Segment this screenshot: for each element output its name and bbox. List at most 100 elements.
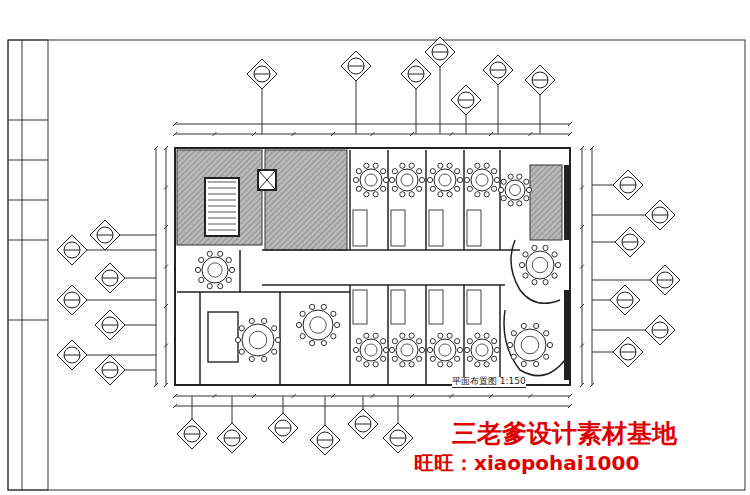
callout-diamond (95, 263, 125, 293)
round-table (389, 333, 424, 367)
hatched-zone (265, 150, 347, 250)
dimension-tick (252, 132, 256, 136)
round-table (464, 163, 499, 197)
stair (205, 178, 239, 236)
dimension-tick (331, 394, 335, 398)
leader-line (592, 300, 610, 301)
hatched-zone (530, 165, 562, 240)
callout-diamond (401, 59, 431, 89)
dimension-tick (164, 225, 168, 229)
dimension-tick (580, 225, 584, 229)
leader-line (325, 396, 326, 425)
washroom (467, 210, 481, 246)
room-wall (463, 150, 465, 250)
leader-line (125, 370, 156, 371)
dimension-tick (568, 132, 572, 136)
room-wall (463, 285, 465, 385)
callout-diamond (95, 310, 125, 340)
washroom (429, 210, 443, 246)
stair-tread (208, 188, 236, 189)
drawing-title: 平面布置图 1:150 (452, 377, 526, 388)
round-table (519, 245, 560, 284)
round-table (235, 318, 280, 361)
washroom (353, 290, 367, 324)
leader-line (592, 280, 650, 281)
curved-wall (511, 240, 560, 303)
column (564, 290, 570, 380)
stair-tread (208, 206, 236, 207)
leader-line (87, 300, 156, 301)
dimension-tick (580, 265, 584, 269)
callout-diamond (645, 200, 675, 230)
dimension-tick (252, 394, 256, 398)
dimension-tick (580, 383, 584, 387)
dimension-tick (529, 132, 533, 136)
leader-line (498, 85, 499, 134)
leader-line (125, 325, 156, 326)
callout-diamond (650, 265, 680, 295)
dimension-tick (580, 186, 584, 190)
dimension-tick (173, 394, 177, 398)
lift (258, 170, 276, 190)
dimension-tick (154, 146, 158, 150)
callout-diamond (341, 51, 371, 81)
room-wall (499, 285, 501, 385)
washroom (391, 290, 405, 324)
dimension-tick (410, 132, 414, 136)
round-table (353, 163, 388, 197)
callout-diamond (57, 285, 87, 315)
room-wall (387, 150, 389, 250)
dimension-tick (292, 394, 296, 398)
stair-tread (208, 194, 236, 195)
callout-diamond (483, 55, 513, 85)
dimension-tick (371, 394, 375, 398)
dimension-tick (164, 265, 168, 269)
stair-tread (208, 200, 236, 201)
dimension-tick (173, 404, 177, 408)
dimension-tick (590, 383, 594, 387)
dimension-tick (568, 404, 572, 408)
dimension-tick (164, 186, 168, 190)
callout-diamond (425, 37, 455, 67)
hatched-zone (177, 150, 262, 245)
round-table (427, 333, 462, 367)
leader-line (87, 250, 156, 251)
washroom (353, 210, 367, 246)
dimension-tick (489, 394, 493, 398)
dimension-line (592, 148, 593, 385)
building-outline (175, 148, 570, 385)
room-wall (349, 150, 351, 250)
round-table (195, 251, 234, 289)
callout-diamond (57, 340, 87, 370)
room-wall (387, 285, 389, 385)
round-table (296, 304, 339, 345)
washroom (467, 290, 481, 324)
washroom (391, 210, 405, 246)
sofa-set (208, 312, 238, 362)
dimension-tick (164, 383, 168, 387)
callout-diamond (90, 220, 120, 250)
round-table (507, 323, 552, 366)
room-wall (349, 285, 351, 385)
dimension-tick (164, 304, 168, 308)
leader-line (232, 396, 233, 423)
leader-line (87, 355, 156, 356)
stair-tread (208, 224, 236, 225)
round-table (498, 174, 531, 206)
dimension-tick (580, 344, 584, 348)
dimension-tick (529, 394, 533, 398)
watermark-text: 三老爹设计素材基地 (452, 420, 677, 448)
round-table (389, 163, 424, 197)
dimension-tick (164, 146, 168, 150)
watermark-text: 旺旺：xiaopohai1000 (414, 452, 639, 474)
leader-line (540, 95, 541, 134)
title-strip-divider (8, 320, 48, 321)
callout-diamond (610, 285, 640, 315)
dimension-tick (489, 132, 493, 136)
dimension-tick (568, 394, 572, 398)
title-strip-divider (8, 200, 48, 201)
dimension-tick (410, 394, 414, 398)
callout-diamond (268, 413, 298, 443)
room-wall (499, 150, 501, 250)
